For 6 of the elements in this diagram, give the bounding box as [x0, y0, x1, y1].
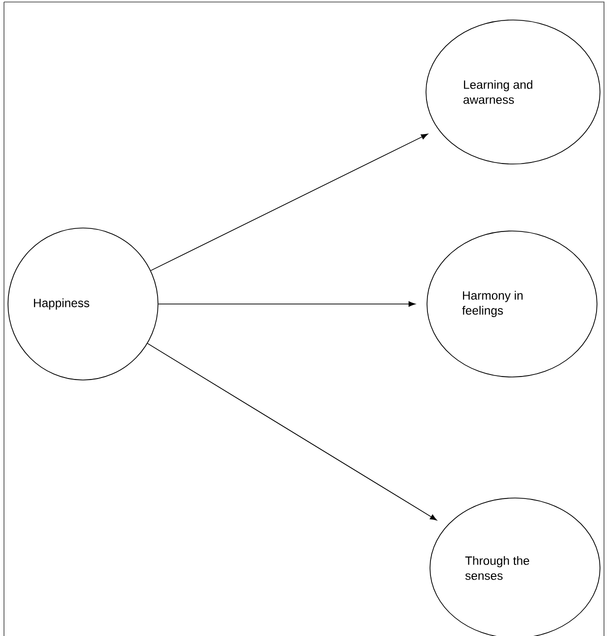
arrow — [158, 301, 416, 307]
ellipse-node: Harmony in feelings — [426, 230, 598, 378]
ellipse-node: Learning and awarness — [426, 20, 600, 164]
arrow — [150, 134, 428, 271]
arrow — [147, 343, 437, 520]
circle-node: Happiness — [8, 228, 158, 380]
